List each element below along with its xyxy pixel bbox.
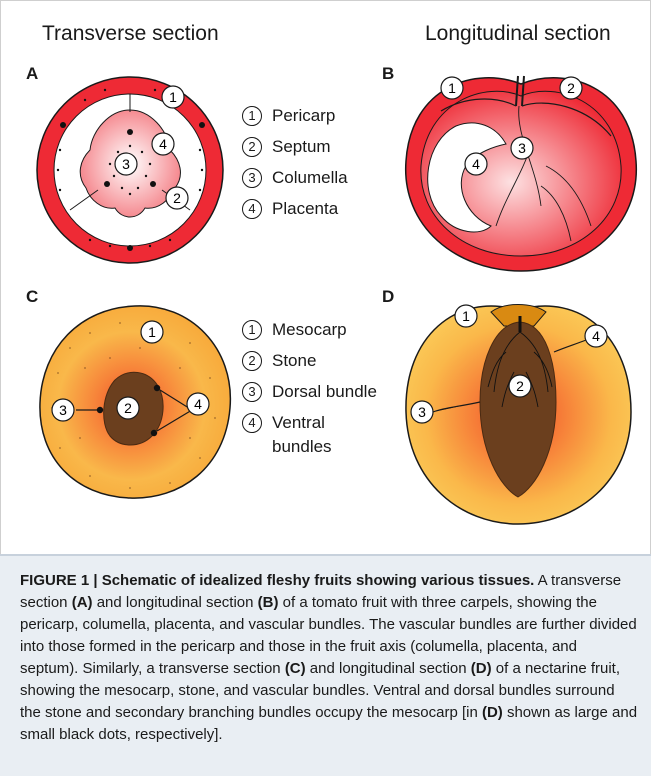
marker-pericarp: 1 [441,77,463,99]
marker-stone: 2 [509,375,531,397]
svg-text:3: 3 [59,402,67,418]
marker-dorsal-bundle: 3 [52,399,74,421]
svg-text:2: 2 [516,378,524,394]
legend-label: Mesocarp [272,318,347,342]
nectarine-transverse-diagram: 1 2 3 4 [30,298,240,508]
legend-number: 4 [242,413,262,433]
marker-ventral-bundles: 4 [585,325,607,347]
svg-text:2: 2 [567,80,575,96]
figure-caption-title: FIGURE 1 | Schematic of idealized fleshy… [20,572,534,589]
legend-number: 3 [242,168,262,188]
caption-text: and longitudinal section [93,594,258,611]
caption-ref-d2: (D) [482,704,503,721]
transverse-section-title: Transverse section [42,22,219,46]
svg-text:4: 4 [472,156,480,172]
marker-stone: 2 [117,397,139,419]
legend-label: Pericarp [272,104,335,128]
legend-label: Septum [272,135,331,159]
legend-number: 1 [242,106,262,126]
svg-text:2: 2 [124,400,132,416]
caption-ref-b: (B) [258,594,279,611]
legend-label: Columella [272,166,348,190]
svg-text:2: 2 [173,190,181,206]
svg-text:3: 3 [418,404,426,420]
marker-pericarp: 1 [162,86,184,108]
tomato-longitudinal-diagram: 1 2 3 4 [396,66,646,276]
legend-item-ventral-bundles-cont: bundles [272,435,332,463]
svg-text:1: 1 [169,89,177,105]
marker-ventral-bundles: 4 [187,393,209,415]
legend-number: 4 [242,199,262,219]
legend-item-columella: 3 Columella [242,166,348,194]
marker-septum: 2 [166,187,188,209]
legend-label: Dorsal bundle [272,380,377,404]
tomato-transverse-diagram: 1 4 3 2 [30,70,230,270]
caption-ref-d: (D) [471,660,492,677]
svg-text:4: 4 [592,328,600,344]
panel-label-d: D [382,287,394,307]
caption-text: and longitudinal section [306,660,471,677]
legend-label: Ventral [272,411,325,435]
svg-text:3: 3 [122,156,130,172]
legend-label: Placenta [272,197,338,221]
caption-ref-a: (A) [72,594,93,611]
legend-label: Stone [272,349,316,373]
legend-number: 3 [242,382,262,402]
legend-item-pericarp: 1 Pericarp [242,104,335,132]
legend-item-dorsal-bundle: 3 Dorsal bundle [242,380,377,408]
marker-dorsal-bundle: 3 [411,401,433,423]
nectarine-longitudinal-diagram: 1 2 3 4 [396,292,641,532]
svg-text:4: 4 [194,396,202,412]
legend-number: 2 [242,351,262,371]
legend-item-mesocarp: 1 Mesocarp [242,318,347,346]
legend-number: 1 [242,320,262,340]
svg-text:1: 1 [148,324,156,340]
legend-item-septum: 2 Septum [242,135,331,163]
panel-label-b: B [382,64,394,84]
svg-text:4: 4 [159,136,167,152]
figure-caption: FIGURE 1 | Schematic of idealized fleshy… [0,554,651,776]
marker-placenta: 4 [465,153,487,175]
svg-text:1: 1 [462,308,470,324]
svg-text:3: 3 [518,140,526,156]
svg-text:1: 1 [448,80,456,96]
marker-columella: 3 [511,137,533,159]
legend-number: 2 [242,137,262,157]
marker-septum: 2 [560,77,582,99]
legend-item-stone: 2 Stone [242,349,316,377]
marker-columella: 3 [115,153,137,175]
marker-placenta: 4 [152,133,174,155]
longitudinal-section-title: Longitudinal section [425,22,611,46]
legend-label: bundles [272,435,332,459]
caption-ref-c: (C) [285,660,306,677]
marker-mesocarp: 1 [455,305,477,327]
dorsal-bundle [97,407,103,413]
marker-mesocarp: 1 [141,321,163,343]
legend-item-placenta: 4 Placenta [242,197,338,225]
